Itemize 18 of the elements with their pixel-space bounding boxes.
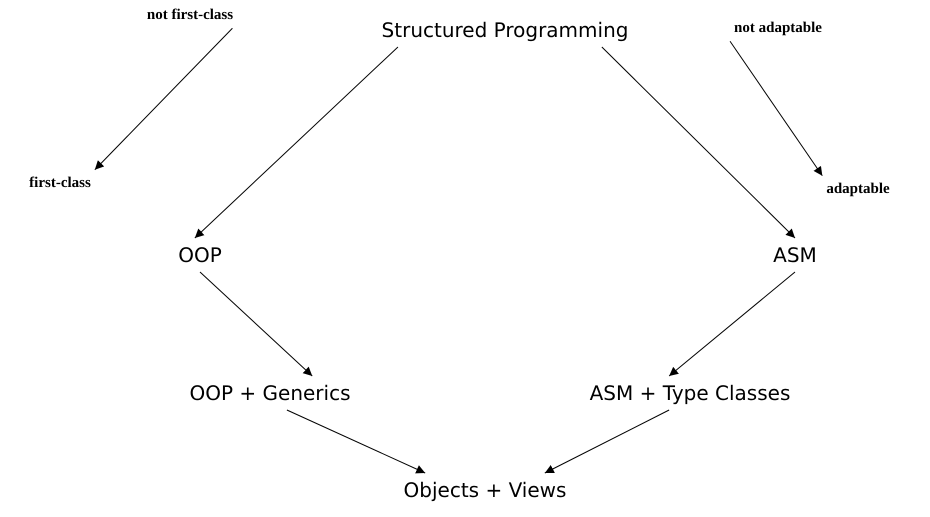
concept-label: OOP + Generics	[186, 376, 354, 410]
property-label: adaptable	[822, 176, 894, 202]
concept-label: Objects + Views	[400, 473, 570, 507]
concept-label: ASM + Type Classes	[586, 376, 794, 410]
arrow	[194, 46, 398, 238]
arrow	[668, 272, 796, 376]
arrow	[730, 40, 823, 176]
arrow	[200, 272, 313, 376]
concept-label: ASM	[769, 238, 821, 272]
arrow	[601, 46, 796, 238]
concept-label: OOP	[174, 238, 226, 272]
property-label: first-class	[25, 170, 95, 196]
property-label: not adaptable	[730, 14, 826, 42]
arrow	[544, 410, 670, 474]
concept-label: Structured Programming	[378, 13, 632, 47]
arrow	[94, 28, 233, 170]
property-label: not first-class	[142, 2, 238, 28]
arrow	[286, 410, 426, 474]
